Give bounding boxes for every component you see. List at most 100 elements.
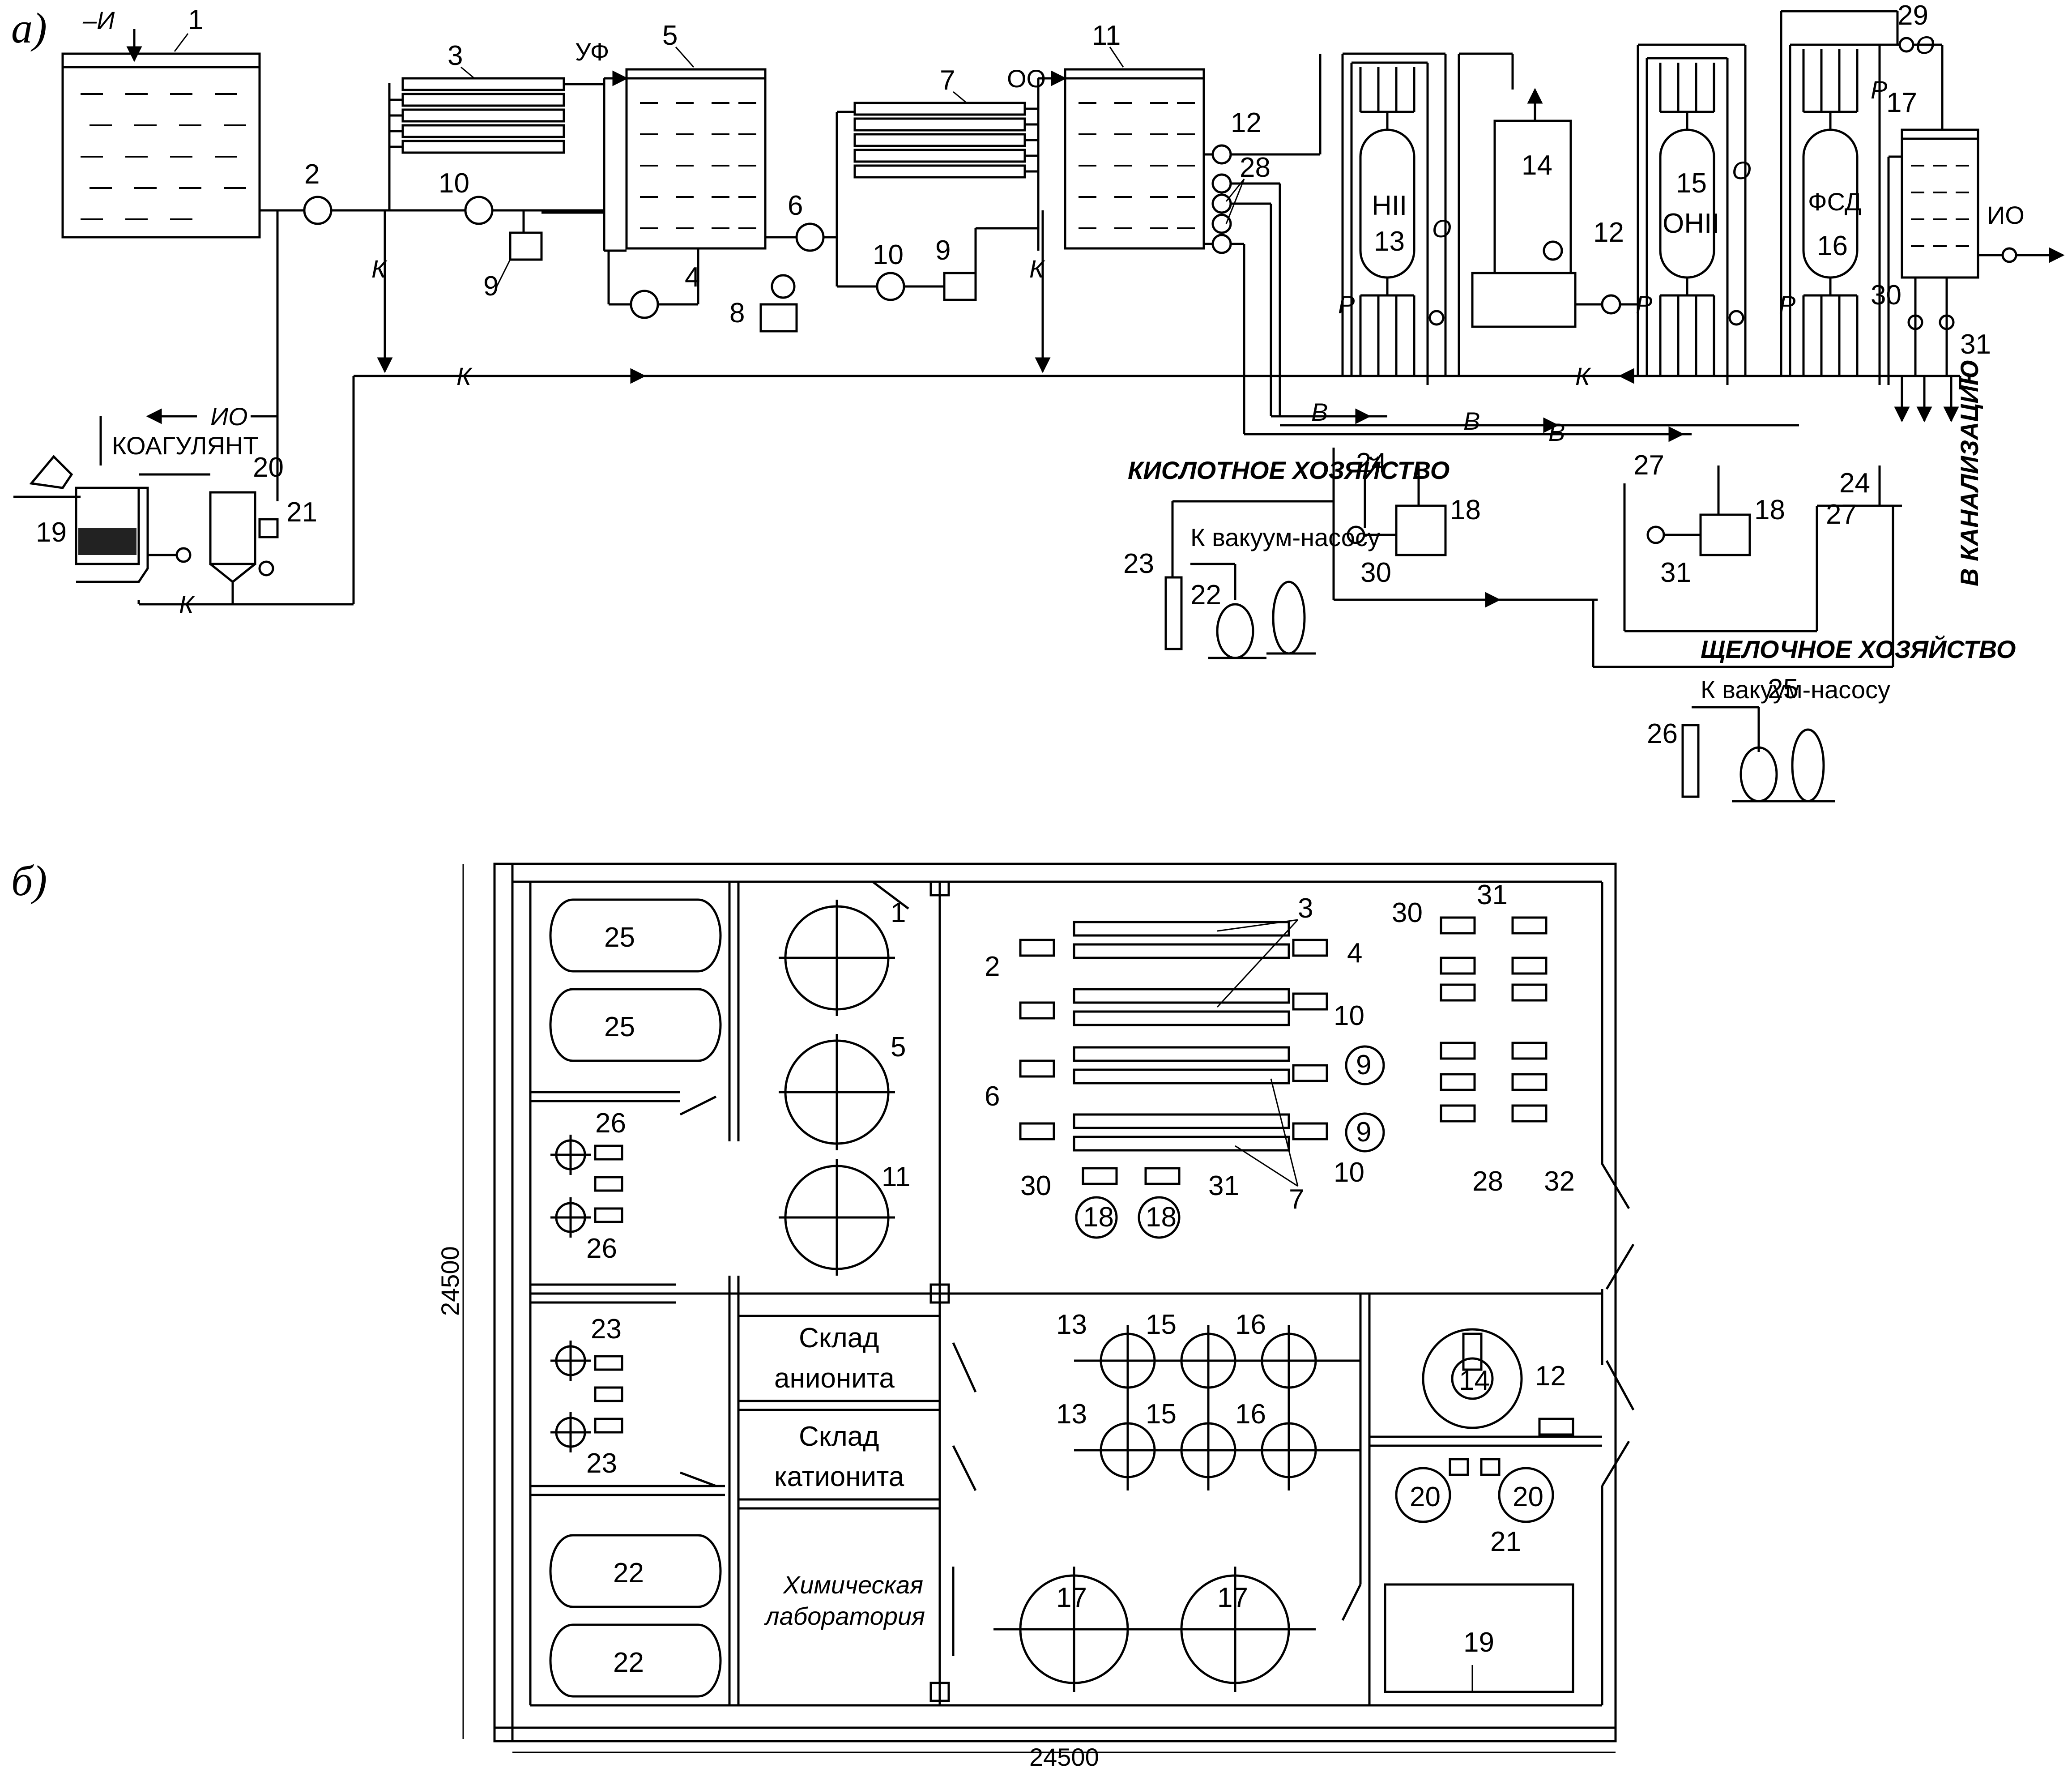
svg-text:30: 30 bbox=[1871, 280, 1901, 311]
tank-18a bbox=[1395, 504, 1447, 556]
svg-text:31: 31 bbox=[1477, 880, 1508, 910]
pump-2 bbox=[303, 196, 333, 225]
svg-text:21: 21 bbox=[286, 497, 317, 528]
svg-text:12: 12 bbox=[1231, 107, 1262, 138]
svg-text:3: 3 bbox=[448, 40, 463, 71]
svg-text:22: 22 bbox=[613, 1558, 644, 1589]
svg-text:16: 16 bbox=[1235, 1399, 1266, 1430]
svg-text:3: 3 bbox=[1298, 893, 1313, 924]
svg-text:19: 19 bbox=[1463, 1627, 1494, 1658]
label-r-3: Р bbox=[1779, 290, 1795, 319]
svg-text:30: 30 bbox=[1020, 1170, 1051, 1201]
tank-18b bbox=[1699, 513, 1751, 556]
svg-text:25: 25 bbox=[604, 1012, 635, 1042]
label-k-1: К bbox=[371, 255, 388, 283]
label-source-water: –И bbox=[82, 6, 115, 34]
svg-text:14: 14 bbox=[1522, 150, 1552, 181]
plan-tank-25b bbox=[549, 988, 722, 1062]
svg-text:17: 17 bbox=[1886, 87, 1917, 118]
pump-12b bbox=[1601, 294, 1621, 315]
pump-4 bbox=[630, 290, 659, 319]
label-alkali-dept: ЩЕЛОЧНОЕ ХОЗЯЙСТВО bbox=[1701, 635, 2016, 663]
filter-15: Р О 15 ОНII bbox=[1636, 43, 1752, 385]
label-o-1: О bbox=[1432, 214, 1452, 243]
filter-16: Р Р ФСД 16 bbox=[1779, 10, 1897, 385]
svg-text:22: 22 bbox=[613, 1647, 644, 1678]
svg-text:5: 5 bbox=[891, 1032, 906, 1063]
svg-text:9: 9 bbox=[1356, 1117, 1371, 1148]
label-io-left: ИО bbox=[210, 402, 248, 431]
label-o-2: О bbox=[1732, 156, 1752, 184]
plan-item-19 bbox=[1384, 1583, 1574, 1693]
room-cationite-2: катионита bbox=[774, 1461, 904, 1492]
svg-text:7: 7 bbox=[1289, 1184, 1304, 1215]
label-vacuum-1: К вакуум-насосу bbox=[1190, 523, 1380, 551]
room-lab-1: Химическая bbox=[782, 1571, 923, 1599]
svg-text:25: 25 bbox=[1768, 674, 1799, 705]
dimension-bottom: 24500 bbox=[1029, 1743, 1099, 1768]
label-coagulant: КОАГУЛЯНТ bbox=[112, 431, 259, 460]
svg-text:18: 18 bbox=[1754, 495, 1785, 525]
tank-26-symbol bbox=[1681, 724, 1700, 798]
svg-text:11: 11 bbox=[1092, 20, 1121, 51]
svg-text:23: 23 bbox=[591, 1314, 622, 1345]
svg-text:9: 9 bbox=[483, 271, 499, 302]
svg-text:16: 16 bbox=[1235, 1309, 1266, 1340]
label-k-2: К bbox=[1029, 255, 1045, 283]
tank-5 bbox=[625, 68, 767, 250]
svg-text:4: 4 bbox=[1347, 938, 1362, 969]
tank-17 bbox=[1901, 128, 1979, 279]
room-lab-2: лаборатория bbox=[764, 1602, 925, 1630]
ro-modules bbox=[853, 78, 1040, 251]
svg-text:10: 10 bbox=[439, 168, 469, 199]
svg-text:20: 20 bbox=[253, 452, 284, 483]
svg-text:26: 26 bbox=[586, 1233, 617, 1264]
svg-text:27: 27 bbox=[1633, 450, 1664, 481]
svg-text:26: 26 bbox=[1647, 718, 1678, 749]
svg-text:32: 32 bbox=[1544, 1166, 1575, 1197]
dosing-tank-9a bbox=[509, 231, 543, 261]
coagulant-tank-19 bbox=[75, 487, 140, 565]
label-1: 1 bbox=[188, 4, 203, 35]
svg-text:12: 12 bbox=[1535, 1361, 1566, 1392]
svg-text:10: 10 bbox=[873, 239, 904, 270]
svg-text:20: 20 bbox=[1410, 1482, 1441, 1512]
svg-text:ФСД: ФСД bbox=[1808, 188, 1862, 216]
svg-text:18: 18 bbox=[1083, 1202, 1114, 1233]
svg-text:23: 23 bbox=[1123, 548, 1154, 579]
pump-10b bbox=[876, 272, 905, 301]
svg-text:15: 15 bbox=[1676, 168, 1707, 199]
plan-tank-22b bbox=[549, 1623, 722, 1698]
svg-text:14: 14 bbox=[1459, 1365, 1490, 1396]
svg-text:24: 24 bbox=[1839, 468, 1870, 499]
svg-text:13: 13 bbox=[1056, 1399, 1087, 1430]
solution-tank-20 bbox=[209, 491, 256, 565]
svg-text:31: 31 bbox=[1960, 329, 1991, 360]
svg-text:6: 6 bbox=[788, 190, 803, 221]
svg-text:15: 15 bbox=[1146, 1309, 1177, 1340]
label-r-2: Р bbox=[1636, 290, 1652, 319]
svg-text:10: 10 bbox=[1334, 1000, 1364, 1031]
svg-text:27: 27 bbox=[1826, 499, 1857, 530]
label-uf: УФ bbox=[575, 38, 609, 66]
svg-text:31: 31 bbox=[1208, 1170, 1239, 1201]
svg-text:2: 2 bbox=[985, 951, 1000, 982]
tank-23-symbol bbox=[1164, 576, 1183, 650]
svg-text:21: 21 bbox=[1490, 1526, 1521, 1557]
svg-text:23: 23 bbox=[586, 1448, 617, 1479]
svg-text:8: 8 bbox=[729, 298, 745, 329]
svg-text:13: 13 bbox=[1056, 1309, 1087, 1340]
svg-text:10: 10 bbox=[1334, 1157, 1364, 1188]
dosing-tank-9b bbox=[943, 272, 977, 301]
svg-text:1: 1 bbox=[891, 897, 906, 928]
truck-icon bbox=[29, 455, 73, 489]
label-v-3: В bbox=[1548, 418, 1565, 446]
source-water-tank bbox=[61, 52, 261, 239]
pump-8 bbox=[771, 274, 796, 299]
svg-text:11: 11 bbox=[882, 1162, 910, 1192]
svg-text:20: 20 bbox=[1513, 1482, 1543, 1512]
svg-text:18: 18 bbox=[1450, 495, 1481, 525]
svg-text:7: 7 bbox=[940, 65, 955, 96]
svg-text:2: 2 bbox=[304, 159, 320, 190]
room-anionite-2: анионита bbox=[774, 1363, 895, 1394]
